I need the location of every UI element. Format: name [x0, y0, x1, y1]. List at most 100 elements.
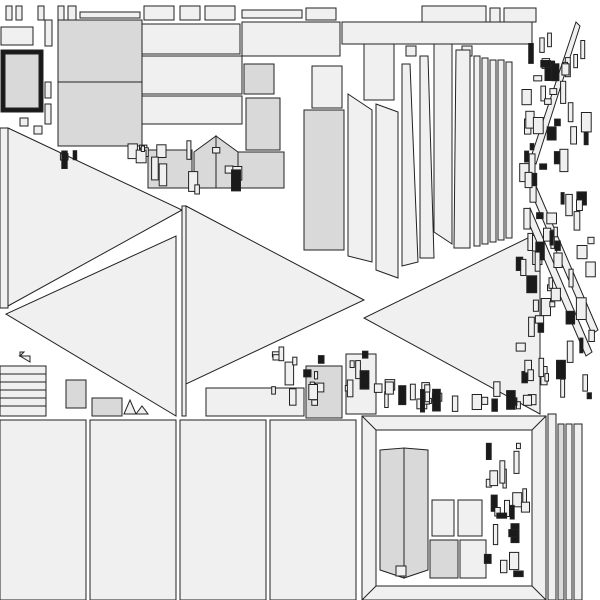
tapered-strip: [375, 103, 399, 279]
gray-square: [245, 97, 281, 151]
triangle-large-left-lower: [4, 235, 177, 417]
small-part: [553, 226, 558, 238]
vertical-strip: [547, 413, 557, 600]
small-part: [483, 553, 492, 564]
top-tab: [15, 5, 23, 21]
small-part: [575, 297, 587, 320]
small-part: [355, 360, 361, 380]
small-part: [409, 383, 416, 401]
small-part: [490, 494, 498, 512]
gray-square: [237, 151, 285, 189]
small-part: [573, 211, 581, 231]
small-part: [538, 357, 545, 378]
small-part: [278, 346, 285, 362]
top-bar: [79, 11, 141, 19]
wide-panel: [241, 21, 341, 57]
small-triangle: [18, 355, 31, 363]
small-part: [151, 156, 159, 181]
small-part: [520, 501, 531, 513]
small-part: [526, 275, 538, 294]
small-part: [481, 396, 489, 405]
small-part: [308, 384, 318, 401]
small-part: [540, 298, 551, 317]
small-part: [362, 350, 369, 359]
top-tab: [5, 5, 13, 21]
frame-bevel: [361, 585, 377, 600]
small-part: [194, 184, 200, 195]
slotted-block: [311, 65, 343, 109]
tall-panel: [179, 419, 267, 600]
small-part: [303, 369, 312, 378]
small-part: [539, 37, 545, 53]
tall-gray-bar: [303, 109, 345, 251]
frame-bevel: [531, 585, 547, 600]
top-tab: [67, 5, 77, 21]
tall-panel: [89, 419, 177, 600]
small-part: [579, 337, 584, 354]
small-part: [546, 126, 557, 141]
scattered-small-parts: [59, 32, 596, 578]
small-part: [523, 207, 531, 230]
small-part: [532, 299, 539, 312]
small-block: [431, 499, 455, 537]
top-tab: [241, 9, 303, 19]
small-part: [373, 383, 383, 393]
top-tab: [37, 5, 45, 21]
top-tab: [305, 7, 337, 21]
frame-bevel: [531, 415, 547, 431]
tall-narrow-strips: [347, 43, 513, 279]
small-part: [520, 258, 527, 276]
small-part: [582, 374, 589, 392]
left-edge-bar: [0, 127, 9, 309]
gray-square: [243, 63, 275, 95]
small-part: [289, 388, 297, 406]
upper-middle-parts: [141, 21, 533, 251]
small-part: [527, 369, 534, 382]
small-part: [284, 361, 295, 386]
small-triangle: [135, 405, 149, 415]
small-square: [44, 103, 52, 125]
small-part: [548, 277, 554, 289]
small-part: [576, 245, 588, 260]
small-part: [580, 112, 592, 133]
small-part: [528, 316, 535, 337]
small-part: [536, 212, 544, 220]
small-part: [560, 378, 566, 398]
small-part: [527, 232, 534, 251]
small-part: [398, 385, 407, 406]
small-part: [524, 150, 530, 163]
small-square: [44, 81, 52, 99]
small-part: [522, 394, 533, 406]
small-part: [499, 460, 506, 484]
small-part: [471, 394, 483, 410]
small-part: [529, 143, 535, 151]
narrow-strip: [505, 61, 513, 239]
small-part: [549, 301, 556, 308]
top-tab: [143, 5, 175, 21]
small-part: [560, 192, 565, 205]
small-part: [491, 398, 498, 412]
small-part: [556, 359, 566, 380]
tapered-panel: [403, 447, 429, 579]
vertical-divider: [181, 205, 187, 417]
small-part: [512, 492, 523, 508]
narrow-strip: [489, 59, 497, 243]
top-tab: [503, 7, 537, 23]
small-part: [346, 379, 354, 398]
small-part: [489, 470, 499, 487]
small-part: [588, 329, 595, 342]
small-part: [532, 117, 544, 135]
small-part: [451, 395, 459, 412]
triangle-large-left-upper: [7, 127, 184, 307]
top-left-parts: [0, 19, 143, 147]
small-part: [551, 63, 560, 82]
tapered-strip: [419, 55, 435, 259]
small-square: [405, 45, 417, 57]
small-part: [496, 512, 508, 519]
small-part: [570, 126, 578, 145]
small-part: [515, 342, 526, 352]
top-tab: [179, 5, 201, 21]
narrow-strip: [497, 59, 505, 241]
bottom-tall-panels: [0, 419, 357, 600]
small-part: [432, 388, 441, 412]
